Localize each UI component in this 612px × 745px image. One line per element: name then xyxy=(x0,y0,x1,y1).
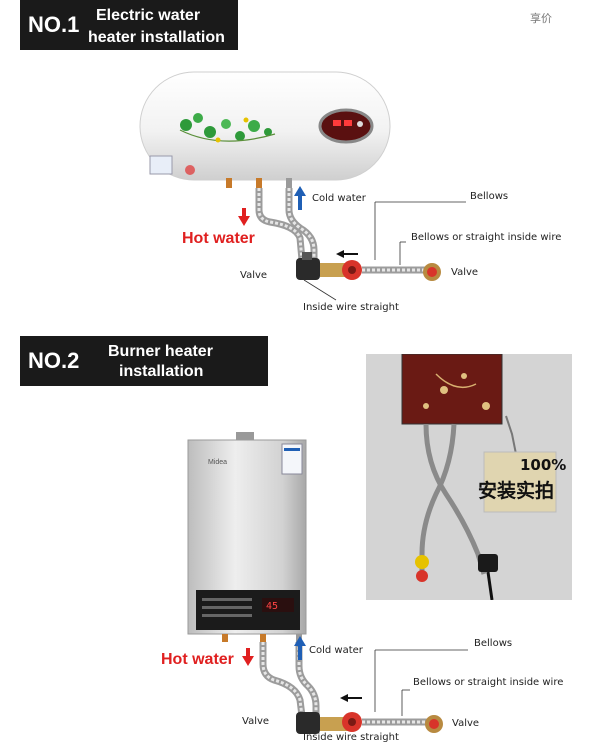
valve-left xyxy=(296,252,320,280)
section1-title-line1: Electric water xyxy=(96,7,201,24)
installation-photo: 100% 安装实拍 xyxy=(366,354,572,600)
svg-text:Midea: Midea xyxy=(208,459,227,466)
flow-direction-arrow xyxy=(336,250,358,258)
flow-direction-arrow-2 xyxy=(340,694,362,702)
floral-decoration xyxy=(179,113,276,143)
valve-right-label-2: Valve xyxy=(452,718,480,729)
gas-heater-diagram: Midea 45 xyxy=(187,432,468,734)
hot-water-arrow-2 xyxy=(242,648,254,666)
valve-left-label: Valve xyxy=(240,270,268,281)
cold-water-arrow-2 xyxy=(294,636,306,660)
inside-wire-straight-label-2: Inside wire straight xyxy=(303,732,399,743)
bellows-label-2: Bellows xyxy=(474,638,513,649)
electric-heater-diagram xyxy=(139,71,466,301)
hot-water-arrow xyxy=(238,208,250,226)
circulation-pump xyxy=(320,260,362,280)
bellows-or-straight-label-2: Bellows or straight inside wire xyxy=(413,677,564,688)
hot-water-label: Hot water xyxy=(182,230,255,247)
cold-water-label-2: Cold water xyxy=(309,645,363,656)
valve-right xyxy=(423,263,441,281)
svg-text:45: 45 xyxy=(266,601,278,612)
cold-water-arrow xyxy=(294,186,306,210)
photo-percent: 100% xyxy=(520,456,567,474)
valve-right-label: Valve xyxy=(451,267,479,278)
cold-water-label: Cold water xyxy=(312,193,366,204)
gas-heater-body: Midea 45 xyxy=(187,439,307,635)
section1-number: NO.1 xyxy=(28,12,80,37)
electric-heater-tank xyxy=(139,71,391,181)
section2-title-line2: installation xyxy=(119,363,204,380)
corner-label: 享价 xyxy=(530,12,552,25)
valve-left-2 xyxy=(296,712,320,734)
section2-header: NO.2 Burner heater installation xyxy=(20,336,268,386)
photo-caption: 安装实拍 xyxy=(478,480,555,502)
valve-right-2 xyxy=(425,715,443,733)
valve-left-label-2: Valve xyxy=(242,716,270,727)
bellows-or-straight-label: Bellows or straight inside wire xyxy=(411,232,562,243)
section2-number: NO.2 xyxy=(28,348,80,373)
section2-title-line1: Burner heater xyxy=(108,343,213,360)
circulation-pump-2 xyxy=(320,712,362,732)
bellows-label: Bellows xyxy=(470,191,509,202)
control-panel xyxy=(318,108,374,144)
inside-wire-straight-label: Inside wire straight xyxy=(303,302,399,313)
section1-header: NO.1 Electric water heater installation xyxy=(20,0,238,50)
section1-title-line2: heater installation xyxy=(88,29,225,46)
hot-water-label-2: Hot water xyxy=(161,651,234,668)
